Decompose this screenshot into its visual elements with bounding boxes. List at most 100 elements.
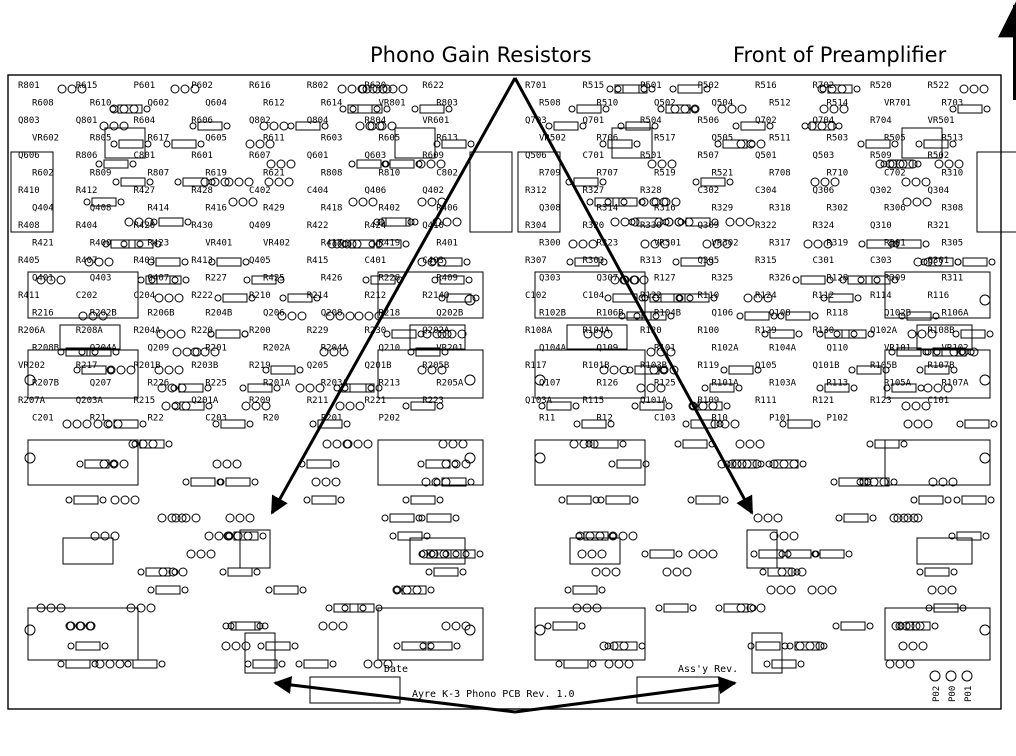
pad xyxy=(259,532,267,540)
pad xyxy=(920,258,928,266)
pad xyxy=(753,513,763,523)
pad xyxy=(451,621,461,631)
pad xyxy=(204,531,214,541)
component-label: R116 xyxy=(928,291,950,301)
pad xyxy=(640,239,650,249)
resistor xyxy=(740,121,766,131)
pad xyxy=(251,401,261,411)
pad xyxy=(232,459,242,469)
component-label: R328 xyxy=(640,186,662,196)
pad xyxy=(779,531,789,541)
pad xyxy=(839,104,849,114)
component-body xyxy=(884,439,991,486)
pad xyxy=(743,293,753,303)
component-label: R201B xyxy=(134,361,161,371)
resistor xyxy=(446,293,472,303)
component-label: R304 xyxy=(525,221,547,231)
pad xyxy=(813,239,823,249)
resistor xyxy=(197,121,223,131)
pad xyxy=(174,365,184,375)
resistor xyxy=(356,159,382,169)
resistor xyxy=(311,495,337,505)
pad xyxy=(167,513,177,523)
pad xyxy=(65,496,73,504)
resistor xyxy=(376,239,402,249)
pad xyxy=(332,239,342,249)
pad xyxy=(618,531,628,541)
component-label: VR102 xyxy=(942,344,969,354)
board-title: Ayre K-3 Phono PCB Rev. 1.0 xyxy=(412,689,575,700)
component-label: R430 xyxy=(191,221,213,231)
component-label: Q203A xyxy=(76,396,104,406)
component-label: Q401 xyxy=(32,274,54,284)
component-label: R327 xyxy=(583,186,605,196)
pad xyxy=(154,293,164,303)
resistor xyxy=(824,329,850,339)
pad xyxy=(381,514,389,522)
pad xyxy=(911,177,921,187)
component-label: R709 xyxy=(539,169,561,179)
pad xyxy=(801,122,809,130)
pad xyxy=(174,178,182,186)
pad xyxy=(655,604,663,612)
component-body xyxy=(239,529,271,569)
pad xyxy=(352,239,362,249)
pad xyxy=(246,420,254,428)
component-label: R502 xyxy=(928,151,950,161)
pad xyxy=(465,276,473,284)
component-label: R614 xyxy=(321,99,343,109)
pad xyxy=(921,177,931,187)
resistor xyxy=(178,383,204,393)
pad xyxy=(656,383,666,393)
pad xyxy=(265,139,275,149)
pad xyxy=(321,477,331,487)
assy-label: Ass'y Rev. xyxy=(678,664,738,675)
component-label: R606 xyxy=(191,116,213,126)
pad xyxy=(708,401,718,411)
component-label: C201 xyxy=(32,414,54,424)
pad xyxy=(265,586,273,594)
component-label: Q109 xyxy=(597,344,619,354)
pad xyxy=(665,402,673,410)
pad xyxy=(119,121,129,131)
pad xyxy=(807,121,817,131)
pad xyxy=(150,218,158,226)
pad xyxy=(854,294,862,302)
pad xyxy=(88,311,98,321)
pad xyxy=(231,641,241,651)
component-label: R108B xyxy=(928,326,955,336)
component-label: R409 xyxy=(436,274,458,284)
pad xyxy=(987,496,995,504)
pad xyxy=(609,365,619,375)
pad xyxy=(706,258,714,266)
resistor xyxy=(612,641,638,651)
component-label: Q409 xyxy=(249,221,271,231)
pad xyxy=(720,419,730,429)
pad xyxy=(462,550,470,558)
pad xyxy=(716,420,724,428)
pad xyxy=(564,586,572,594)
pad xyxy=(578,239,588,249)
pad xyxy=(913,513,923,523)
component-label: R110 xyxy=(698,291,720,301)
pad xyxy=(427,257,437,267)
resistor xyxy=(252,659,278,669)
pad xyxy=(355,121,365,131)
component-label: R124 xyxy=(755,291,777,301)
component-label: Q201B xyxy=(365,361,392,371)
component-label: Q307 xyxy=(597,274,619,284)
pad xyxy=(607,420,615,428)
pad xyxy=(126,603,136,613)
pad xyxy=(649,365,659,375)
pad xyxy=(759,568,767,576)
pad xyxy=(172,347,182,357)
pad xyxy=(106,365,116,375)
resistor xyxy=(303,659,329,669)
component-label: R301 xyxy=(884,239,906,249)
pad xyxy=(832,622,840,630)
component-label: Q201A xyxy=(191,396,219,406)
component-label: R510 xyxy=(597,99,619,109)
resistor xyxy=(928,257,954,267)
pad xyxy=(922,197,932,207)
component-body xyxy=(534,349,646,399)
